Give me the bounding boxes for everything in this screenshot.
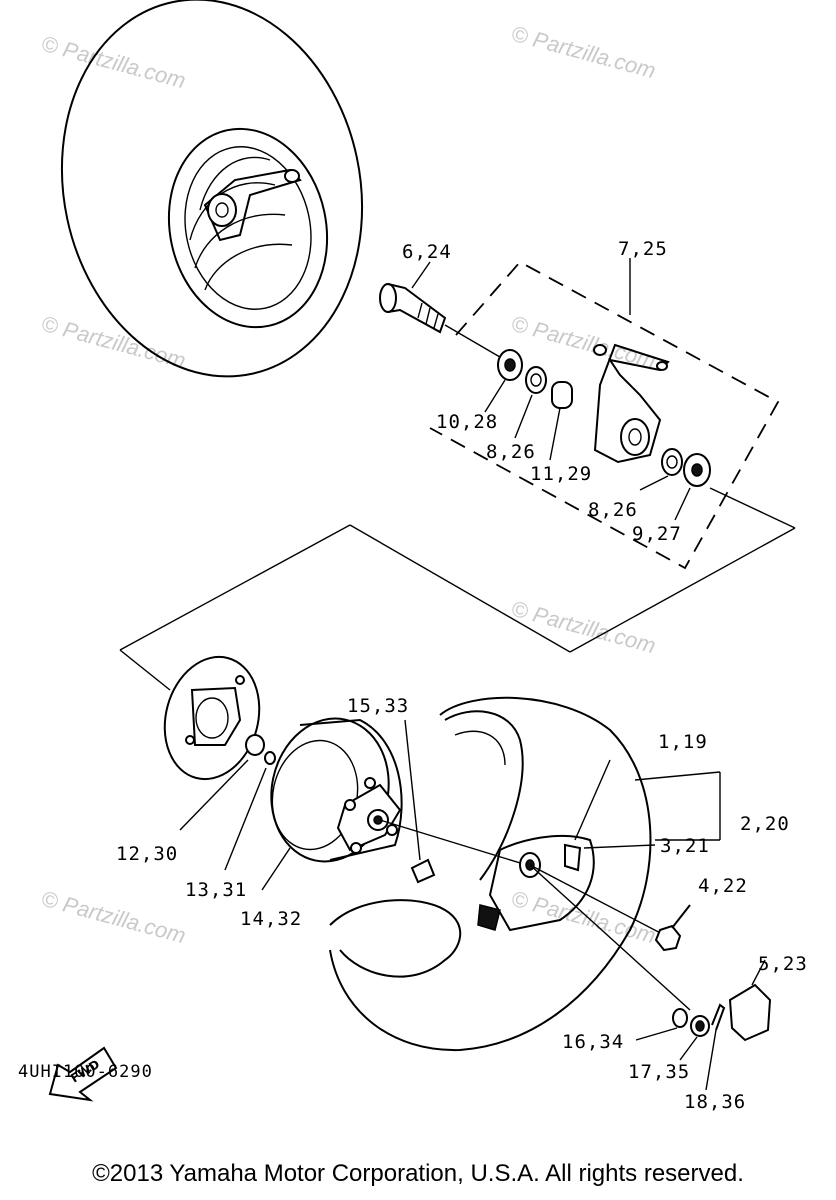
fasteners — [635, 904, 772, 1091]
callout-8-26-lower: 8,26 — [588, 499, 638, 521]
callout-9-27: 9,27 — [632, 523, 682, 545]
callout-4-22: 4,22 — [698, 875, 748, 897]
fwd-arrow-icon: FWD — [48, 1046, 118, 1102]
copyright-notice: ©2013 Yamaha Motor Corporation, U.S.A. A… — [92, 1160, 744, 1187]
callout-11-29: 11,29 — [530, 463, 592, 485]
wheel-hub — [261, 717, 531, 891]
assembled-wheel — [60, 0, 364, 378]
callout-18-36: 18,36 — [684, 1091, 746, 1113]
knuckle-assembly-frame — [119, 258, 796, 691]
callout-12-30: 12,30 — [116, 843, 178, 865]
watermark: © Partzilla.com — [509, 311, 659, 374]
wheel-tire — [329, 696, 721, 1052]
callout-10-28: 10,28 — [436, 411, 498, 433]
callout-17-35: 17,35 — [628, 1061, 690, 1083]
callout-1-19: 1,19 — [658, 731, 708, 753]
callout-labels: 6,24 7,25 10,28 8,26 11,29 8,26 9,27 15,… — [116, 238, 808, 1113]
watermark: © Partzilla.com — [39, 31, 189, 94]
steering-knuckle — [593, 343, 670, 464]
callout-15-33: 15,33 — [347, 695, 409, 717]
watermark: © Partzilla.com — [509, 596, 659, 659]
callout-16-34: 16,34 — [562, 1031, 624, 1053]
callout-2-20: 2,20 — [740, 813, 790, 835]
callout-5-23: 5,23 — [758, 953, 808, 975]
watermark: © Partzilla.com — [39, 311, 189, 374]
callout-6-24: 6,24 — [402, 241, 452, 263]
callout-14-32: 14,32 — [240, 908, 302, 930]
watermark: © Partzilla.com — [39, 886, 189, 949]
callout-8-26-upper: 8,26 — [486, 441, 536, 463]
bearings — [484, 349, 711, 521]
axle-shaft — [379, 261, 506, 361]
callout-3-21: 3,21 — [660, 835, 710, 857]
callout-13-31: 13,31 — [185, 879, 247, 901]
brake-plate — [163, 655, 276, 871]
callout-7-25: 7,25 — [618, 238, 668, 260]
watermark: © Partzilla.com — [509, 21, 659, 84]
diagram-code: 4UHI100-6290 — [18, 1062, 153, 1082]
